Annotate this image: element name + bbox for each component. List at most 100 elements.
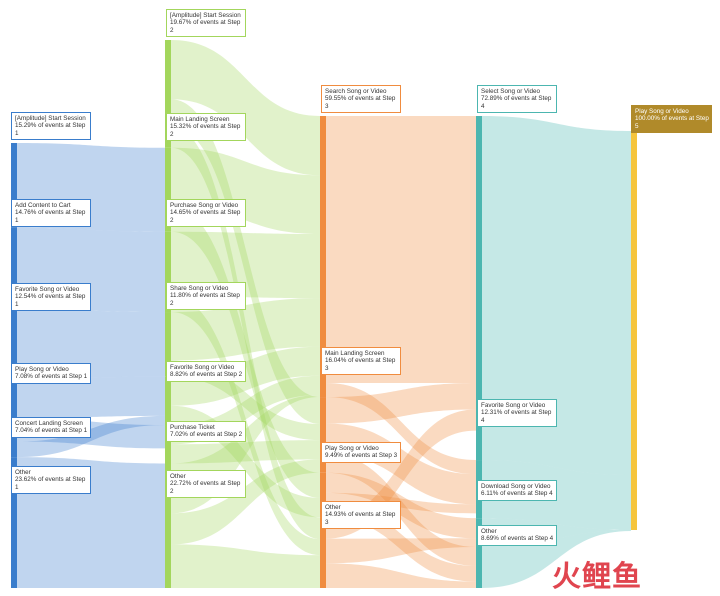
node-bar-s2_main[interactable]	[165, 147, 171, 232]
flow-s2_main-to-s3_search[interactable]	[171, 147, 320, 235]
node-label-percent: 14.76% of events at Step	[15, 209, 86, 217]
node-label-percent: 7.04% of events at Step 1	[15, 427, 88, 435]
node-label-step: 2	[170, 216, 174, 224]
node-label-name: Favorite Song or Video	[170, 364, 235, 371]
node-label-step: 1	[15, 129, 19, 137]
node-label-name: Select Song or Video	[481, 88, 541, 95]
node-bar-s1_play[interactable]	[11, 378, 17, 419]
node-bar-s5_play[interactable]	[631, 131, 637, 530]
node-label-percent: 8.69% of events at Step 4	[481, 535, 554, 543]
node-label-percent: 12.54% of events at Step	[15, 293, 86, 301]
node-label-percent: 14.93% of events at Step	[325, 511, 396, 519]
flow-s2_share-to-s3_search[interactable]	[171, 298, 320, 361]
node-bar-s3_search[interactable]	[320, 116, 326, 398]
node-label-step: 4	[481, 102, 485, 110]
node-label-step: 2	[170, 299, 174, 307]
node-label-step: 1	[15, 300, 19, 308]
node-label-percent: 59.55% of events at Step	[325, 95, 396, 103]
node-bar-s3_play[interactable]	[320, 472, 326, 518]
node-label-name: Favorite Song or Video	[481, 402, 546, 409]
node-bar-s1_start[interactable]	[11, 143, 17, 228]
flow-s3_other-to-s4_download[interactable]	[326, 538, 476, 564]
node-bar-s4_other[interactable]	[476, 546, 482, 588]
node-label-name: Other	[481, 528, 497, 535]
node-bar-s2_fav[interactable]	[165, 376, 171, 426]
node-bar-s2_other[interactable]	[165, 463, 171, 588]
node-bar-s3_other[interactable]	[320, 517, 326, 588]
node-label-step: 2	[170, 130, 174, 138]
node-label-percent: 23.62% of events at Step	[15, 476, 86, 484]
node-bar-s2_share[interactable]	[165, 312, 171, 377]
flow-s2_purchase-to-s3_search[interactable]	[171, 231, 320, 299]
node-label-name: Add Content to Cart	[15, 202, 71, 209]
node-bar-s2_purchase[interactable]	[165, 231, 171, 313]
node-label-percent: 100.00% of events at Step	[635, 115, 709, 123]
watermark-logo: 火鲤鱼	[552, 559, 643, 593]
node-label-percent: 8.82% of events at Step 2	[170, 371, 243, 379]
node-label-percent: 12.31% of events at Step	[481, 409, 552, 417]
flow-s3_play-to-s4_download[interactable]	[326, 472, 476, 539]
node-label-step: 3	[325, 364, 329, 372]
node-label-name: Share Song or Video	[170, 285, 229, 292]
node-bar-s1_fav[interactable]	[11, 309, 17, 379]
flow-s1_concert-to-s2_fav[interactable]	[17, 415, 165, 458]
node-bar-s1_other[interactable]	[11, 457, 17, 588]
node-label-name: Purchase Song or Video	[170, 202, 239, 209]
node-label-name: Purchase Ticket	[170, 424, 215, 431]
flow-s2_other-to-s3_main[interactable]	[171, 459, 320, 545]
flow-s2_main-to-s3_play[interactable]	[171, 206, 320, 498]
node-label-step: 3	[325, 102, 329, 110]
flow-s2_start-to-s3_search[interactable]	[171, 40, 320, 176]
node-bar-s1_cart[interactable]	[11, 227, 17, 310]
node-bar-s4_select[interactable]	[476, 116, 482, 461]
flow-s2_start-to-s3_other[interactable]	[171, 126, 320, 540]
node-label-name: Other	[325, 504, 341, 511]
flow-s3_play-to-s4_fav[interactable]	[326, 492, 476, 514]
flow-s3_other-to-s4_other[interactable]	[326, 563, 476, 588]
flow-s3_main-to-s4_select[interactable]	[326, 382, 476, 424]
node-label-name: Search Song or Video	[325, 88, 387, 95]
flow-s1_fav-to-s2_share[interactable]	[17, 309, 165, 379]
flow-s2_ticket-to-s3_main[interactable]	[171, 440, 320, 464]
node-bar-s2_ticket[interactable]	[165, 425, 171, 464]
sankey-links	[17, 40, 631, 588]
node-label-percent: 16.04% of events at Step	[325, 357, 396, 365]
node-label-percent: 22.72% of events at Step	[170, 480, 241, 488]
node-bar-s2_start[interactable]	[165, 40, 171, 148]
flow-s2_start-to-s3_main[interactable]	[171, 99, 320, 424]
flow-s4_select-to-s5_play[interactable]	[482, 116, 631, 476]
flow-s1_play-to-s2_fav[interactable]	[17, 376, 165, 419]
node-label-name: Favorite Song or Video	[15, 286, 80, 293]
flow-s4_other-to-s5_play[interactable]	[482, 530, 631, 589]
flow-s3_main-to-s4_other[interactable]	[326, 453, 476, 566]
flow-s2_other-to-s3_other[interactable]	[171, 544, 320, 588]
flow-s3_search-to-s4_select[interactable]	[326, 116, 476, 383]
node-label-percent: 15.32% of events at Step	[170, 123, 241, 131]
node-label-step: 5	[635, 122, 639, 130]
node-bar-s3_main[interactable]	[320, 397, 326, 473]
flow-s3_search-to-s4_fav[interactable]	[326, 382, 476, 475]
